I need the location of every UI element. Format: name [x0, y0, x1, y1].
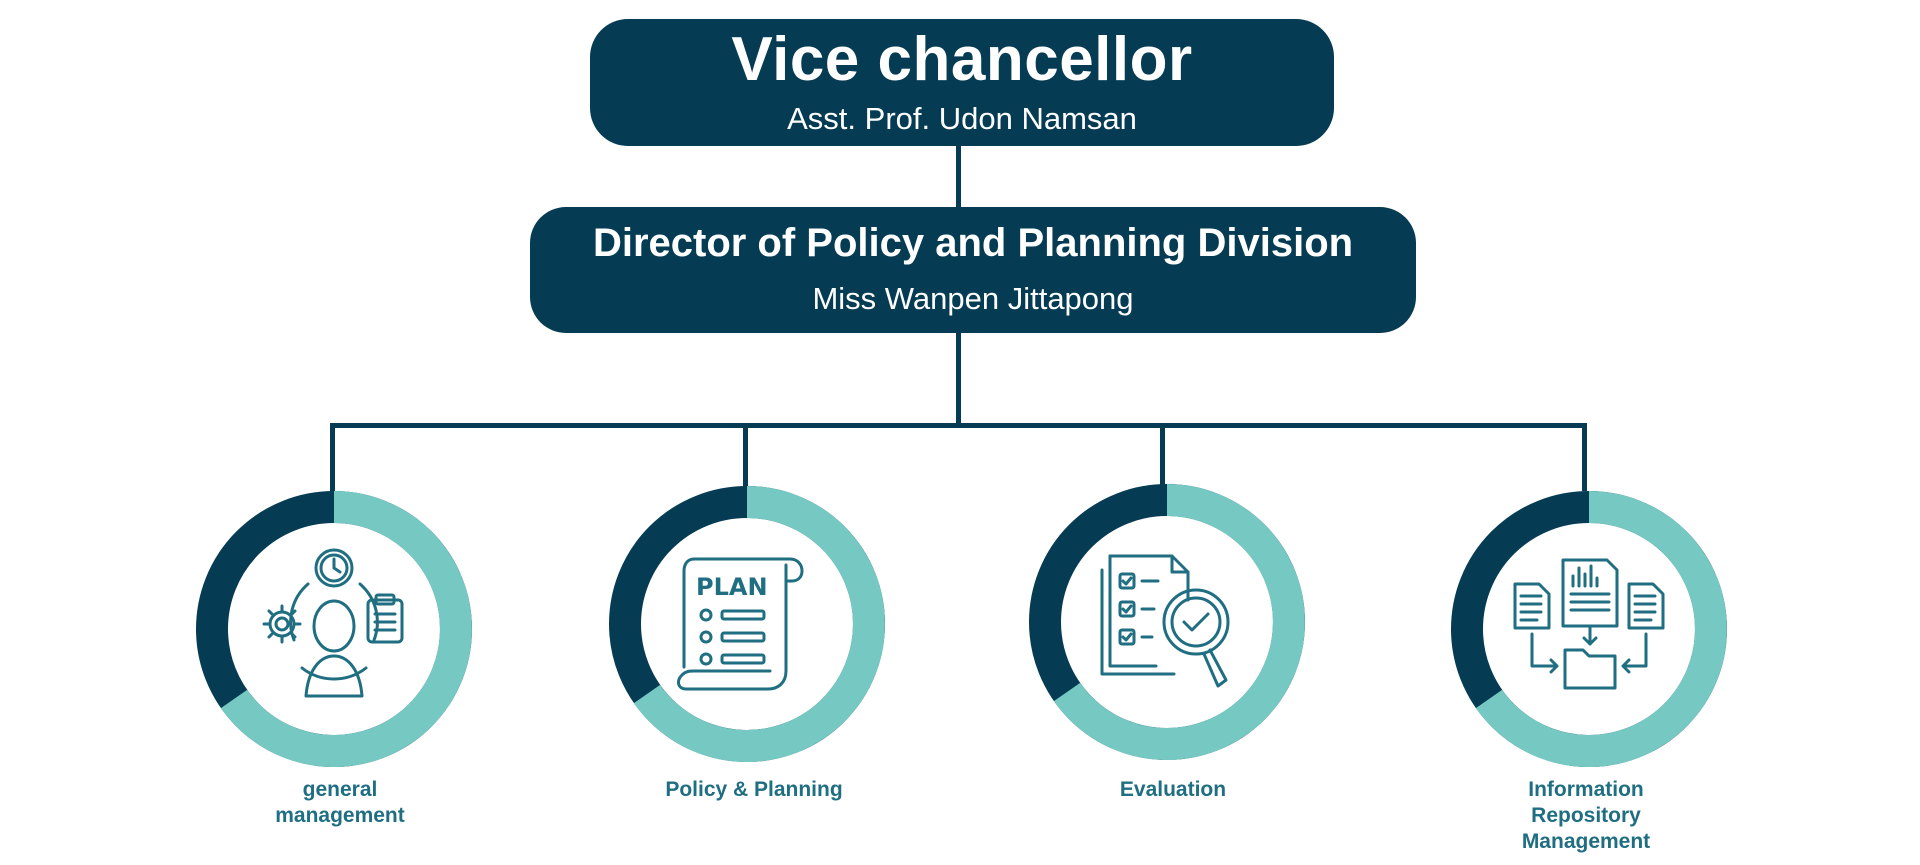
connector-drop-4 — [1582, 423, 1587, 491]
unit-ring-evaluation — [1029, 484, 1305, 760]
vice-chancellor-box: Vice chancellor Asst. Prof. Udon Namsan — [590, 19, 1334, 146]
checklist-magnifier-icon — [1100, 554, 1230, 688]
vice-chancellor-title: Vice chancellor — [731, 24, 1193, 94]
connector-drop-2 — [743, 423, 748, 488]
unit-label-evaluation: Evaluation — [1119, 778, 1227, 801]
unit-label-policy-planning: Policy & Planning — [665, 778, 843, 801]
connector-mid — [956, 333, 961, 427]
plan-scroll-icon: PLAN — [677, 557, 804, 691]
director-box: Director of Policy and Planning Division… — [530, 207, 1416, 333]
person-gear-clock-clipboard-icon — [262, 548, 404, 698]
director-title: Director of Policy and Planning Division — [592, 221, 1354, 265]
document-folder-flow-icon — [1513, 558, 1665, 690]
unit-ring-information-repository — [1451, 491, 1727, 767]
unit-ring-general-management — [196, 491, 472, 767]
connector-drop-3 — [1160, 423, 1165, 485]
plan-icon-text: PLAN — [696, 573, 768, 601]
unit-label-information-repository: Information Repository Management — [1521, 778, 1651, 853]
unit-ring-policy-planning — [609, 486, 885, 762]
connector-horizontal — [330, 423, 1587, 428]
connector-top — [956, 146, 961, 207]
director-name: Miss Wanpen Jittapong — [812, 281, 1134, 316]
vice-chancellor-name: Asst. Prof. Udon Namsan — [787, 100, 1137, 136]
unit-label-general-management: general management — [275, 778, 405, 827]
connector-drop-1 — [330, 423, 335, 493]
